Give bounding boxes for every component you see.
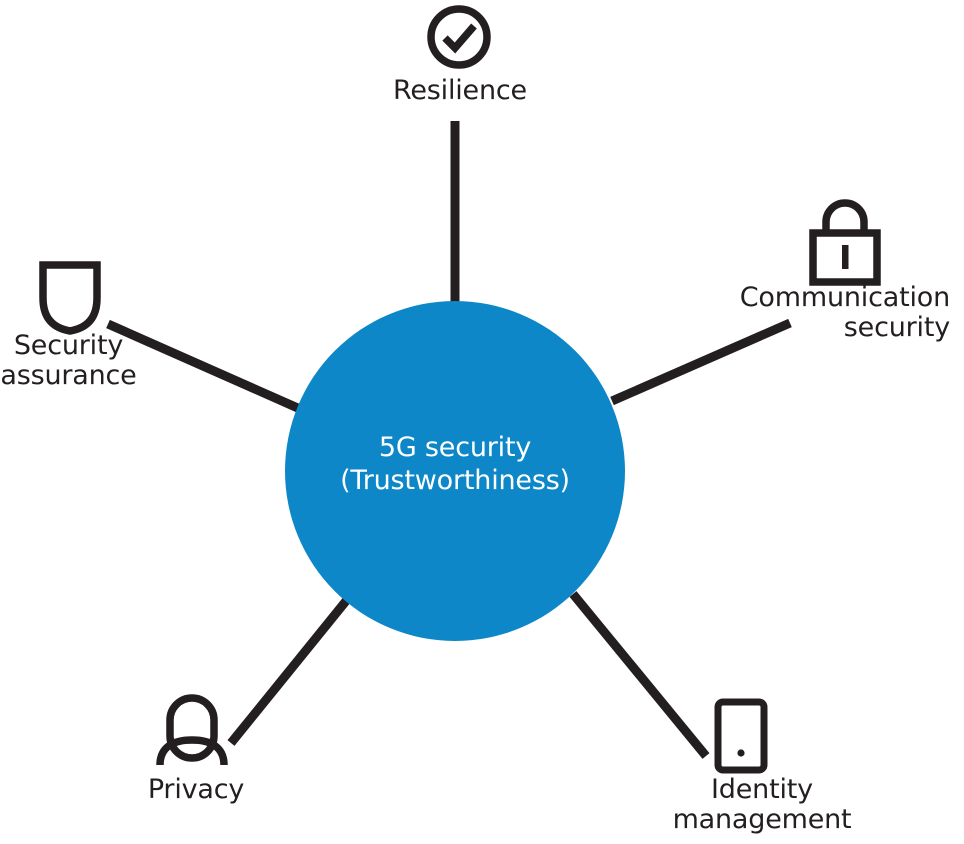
padlock-icon — [809, 199, 881, 286]
center-hub-label: 5G security (Trustworthiness) — [340, 432, 570, 496]
connector-communication-security — [610, 318, 792, 406]
connector-identity-management — [569, 591, 710, 759]
connector-security-assurance — [106, 319, 302, 414]
connector-privacy — [227, 598, 350, 746]
node-label-identity-management[interactable]: Identity management — [672, 774, 852, 836]
node-label-communication-security[interactable]: Communication security — [739, 282, 950, 344]
check-circle-icon — [427, 5, 491, 69]
node-label-resilience[interactable]: Resilience — [393, 75, 527, 106]
node-label-privacy[interactable]: Privacy — [147, 774, 245, 805]
shield-icon — [39, 261, 101, 335]
person-icon — [156, 694, 228, 766]
center-hub-circle[interactable] — [285, 301, 625, 641]
node-label-security-assurance[interactable]: Security assurance — [0, 330, 137, 392]
connector-lines — [106, 121, 792, 759]
smartphone-icon — [714, 698, 768, 774]
